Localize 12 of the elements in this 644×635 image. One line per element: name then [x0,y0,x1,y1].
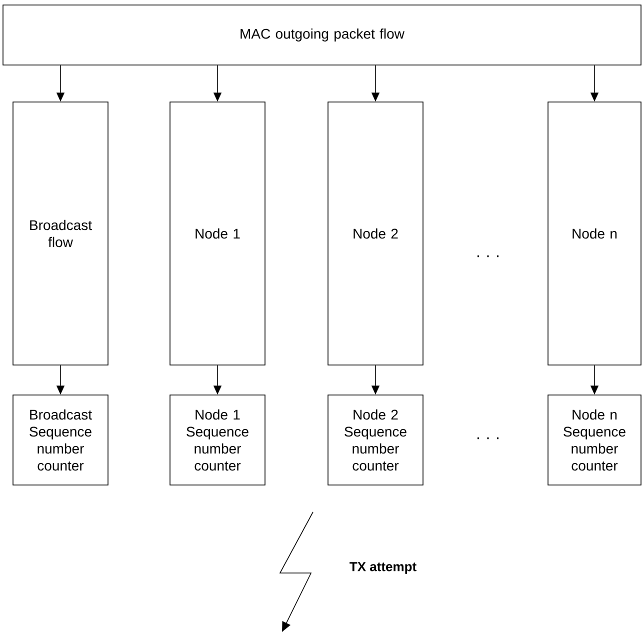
note-text: TX attempt [350,562,416,574]
counter-box: Node 1 Sequence number counter [170,394,266,486]
queue-box: Node 2 [328,102,424,366]
flow-box: MAC outgoing packet flow [2,4,642,66]
queue-box: Node 1 [170,102,266,366]
ellipsis: · · · [477,437,499,440]
queue-box: Node n [548,102,642,366]
queue-box: Broadcast flow [12,102,108,366]
counter-box: Node 2 Sequence number counter [328,394,424,486]
ellipsis: · · · [477,255,499,258]
counter-box: Broadcast Sequence number counter [12,394,108,486]
counter-box: Node n Sequence number counter [548,394,642,486]
